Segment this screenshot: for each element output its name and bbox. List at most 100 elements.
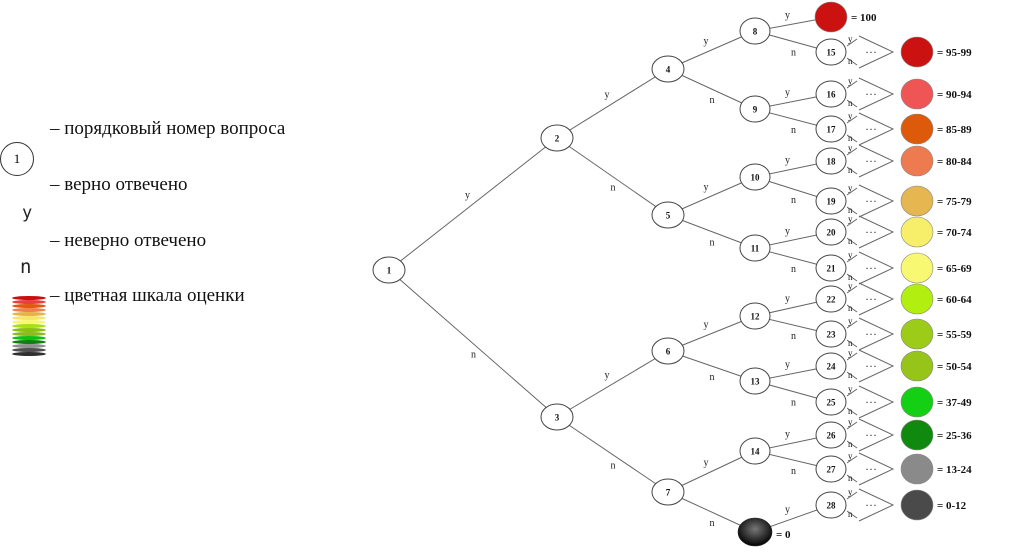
leaf-edge (846, 218, 858, 227)
question-node (739, 302, 771, 330)
leaf-chevron (858, 349, 895, 383)
yes-branch-label: y (785, 429, 790, 440)
leaf-chevron (858, 317, 895, 351)
question-node-label: 24 (827, 362, 837, 372)
ellipsis-label: ··· (865, 87, 877, 101)
no-branch-label: n (611, 461, 616, 472)
question-node-label: 20 (827, 228, 837, 238)
no-branch-label: n (848, 165, 853, 175)
no-branch-label: n (848, 236, 853, 246)
leaf-edge (846, 474, 858, 483)
question-node (815, 352, 847, 380)
yes-branch-label: y (848, 451, 853, 461)
yes-branch-label: y (785, 155, 790, 166)
tree-edge (556, 137, 669, 216)
leaf-edge (846, 407, 858, 416)
question-node-label: 1 (387, 266, 392, 276)
score-color-circle (900, 113, 934, 145)
score-color-circle (900, 453, 934, 485)
question-node (651, 478, 685, 506)
color-scale-bar (12, 320, 46, 324)
leaf-edge (846, 38, 858, 47)
color-scale-bar (12, 340, 46, 344)
leaf-edge (846, 455, 858, 464)
score-label-100: = 100 (851, 12, 877, 24)
leaf-edge (846, 320, 858, 329)
no-branch-label: n (710, 95, 715, 106)
yes-branch-label: y (785, 294, 790, 305)
leaf-chevron (858, 251, 895, 285)
score-range-label: = 50-54 (937, 361, 972, 373)
no-branch-label: n (791, 398, 796, 409)
ellipsis-label: ··· (865, 261, 877, 275)
ellipsis-label: ··· (865, 327, 877, 341)
score-color-circle (900, 489, 934, 521)
yes-branch-label: y (785, 10, 790, 21)
leaf-chevron (858, 488, 895, 522)
tree-edge (388, 137, 558, 271)
question-node-label: 6 (666, 347, 671, 357)
yes-branch-label: y (848, 250, 853, 260)
score-color-circle (900, 419, 934, 451)
ellipsis-label: ··· (865, 395, 877, 409)
no-branch-label: n (791, 48, 796, 59)
legend-scale-text: – цветная шкала оценки (50, 285, 245, 306)
leaf-chevron (858, 452, 895, 486)
leaf-edge (846, 166, 858, 175)
score-range-label: = 0-12 (937, 500, 967, 512)
no-branch-label: n (848, 98, 853, 108)
ellipsis-label: ··· (865, 428, 877, 442)
score-color-circle (900, 318, 934, 350)
tree-edge (667, 68, 756, 110)
no-branch-label: n (848, 439, 853, 449)
ellipsis-label: ··· (865, 154, 877, 168)
yes-branch-label: y (848, 384, 853, 394)
question-node (815, 187, 847, 215)
score-range-label: = 90-94 (937, 89, 972, 101)
yes-branch-label: y (465, 190, 470, 201)
question-node (815, 218, 847, 246)
question-node-label: 26 (827, 431, 837, 441)
question-node-label: 21 (827, 264, 837, 274)
color-scale-bar (12, 352, 46, 356)
question-node-label: 18 (827, 157, 837, 167)
question-node (815, 285, 847, 313)
question-node-label: 27 (827, 465, 837, 475)
leaf-edge (846, 510, 858, 519)
leaf-chevron (858, 385, 895, 419)
no-branch-label: n (848, 303, 853, 313)
score-range-label: = 37-49 (937, 397, 972, 409)
question-node (815, 491, 847, 519)
legend-yes-text: – верно отвечено (50, 174, 188, 195)
ellipsis-label: ··· (865, 498, 877, 512)
question-node (739, 367, 771, 395)
leaf-edge (846, 371, 858, 380)
question-node (739, 17, 771, 45)
leaf-edge (846, 254, 858, 263)
color-scale-bar (12, 300, 46, 304)
yes-branch-label: y (785, 505, 790, 516)
score-range-label: = 95-99 (937, 47, 972, 59)
tree-edge (556, 350, 669, 418)
no-branch-label: n (791, 125, 796, 136)
no-branch-label: n (848, 133, 853, 143)
legend-node-text: – порядковый номер вопроса (50, 118, 286, 139)
leaf-edge (846, 115, 858, 124)
no-branch-label: n (710, 518, 715, 529)
leaf-edge (846, 187, 858, 196)
score-range-label: = 60-64 (937, 294, 972, 306)
question-node-label: 10 (751, 173, 761, 183)
score-color-circle (814, 1, 848, 33)
leaf-chevron (858, 35, 895, 69)
leaf-edge (846, 304, 858, 313)
question-node-label: 9 (753, 105, 758, 115)
score-color-circle (900, 145, 934, 177)
yes-branch-label: y (848, 214, 853, 224)
no-branch-label: n (710, 372, 715, 383)
ellipsis-label: ··· (865, 225, 877, 239)
question-node (815, 388, 847, 416)
question-node-label: 11 (751, 244, 760, 254)
tree-edge (556, 416, 669, 493)
color-scale-bar (12, 332, 46, 336)
